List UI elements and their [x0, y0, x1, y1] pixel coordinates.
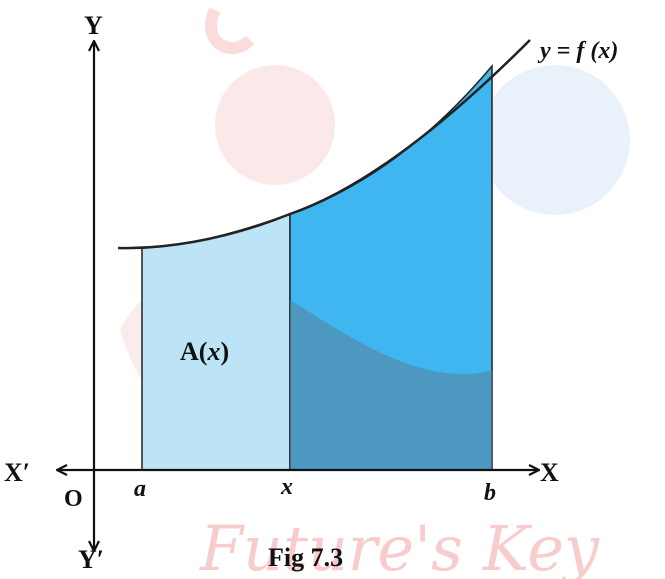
point-b-label: b [484, 480, 496, 506]
watermark-text: Future's Key [199, 512, 600, 579]
curve-f-of-x [117, 39, 531, 250]
watermark-hook [204, 7, 255, 54]
y-axis-negative-label: Y′ [78, 545, 104, 574]
curve-label: y = f (x) [537, 38, 618, 64]
dark-swirl-overlay [290, 300, 492, 470]
x-axis-label: X [540, 458, 559, 487]
area-label: A(x) [180, 337, 229, 366]
origin-label: O [64, 486, 83, 512]
figure-caption: Fig 7.3 [268, 543, 343, 572]
watermark-bubble-pink [215, 65, 335, 185]
y-axis-label: Y [84, 11, 103, 40]
watermark-bubble-blue [480, 65, 630, 215]
point-x-label: x [280, 474, 293, 500]
x-axis-negative-label: X′ [4, 458, 30, 487]
point-a-label: a [134, 476, 146, 502]
